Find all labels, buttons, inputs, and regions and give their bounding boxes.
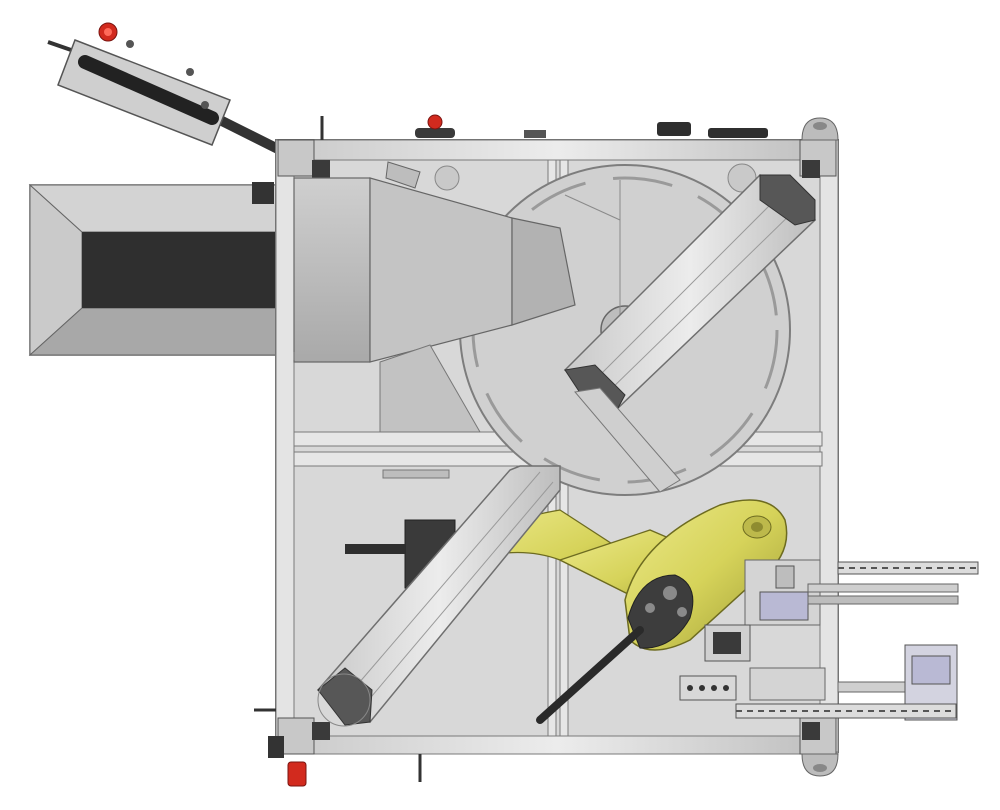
cable-chain-upper <box>837 561 979 575</box>
handheld-control-pendant <box>47 22 283 155</box>
diagonal-beam-upper <box>563 173 817 493</box>
conveyor-belt <box>82 232 276 308</box>
top-sensor <box>657 122 691 136</box>
corner-bracket <box>277 139 315 177</box>
beam-extension <box>574 387 681 493</box>
mounting-foot-bottom-right <box>801 753 839 777</box>
mounting-rail <box>382 469 450 479</box>
pendant-button-icon <box>201 101 209 109</box>
emergency-stop-top <box>98 22 118 42</box>
chute-bracket <box>252 182 274 204</box>
linear-slide-upper <box>744 559 959 626</box>
top-connector <box>708 128 768 138</box>
diagonal-beam-lower <box>316 465 561 727</box>
bracket-plate <box>385 161 421 189</box>
pendant-button-icon <box>126 40 134 48</box>
cable-chain-lower <box>735 703 957 719</box>
feed-hopper-chute <box>28 182 277 357</box>
emergency-stop-bottom <box>268 736 307 787</box>
valve-manifold <box>679 675 737 701</box>
gripper-tool <box>704 624 751 662</box>
mounting-foot-top-right <box>801 117 839 141</box>
pendant-button-icon <box>186 68 194 76</box>
infeed-hood <box>293 177 576 433</box>
top-clip <box>524 130 546 138</box>
emergency-stop-top-frame <box>415 114 455 138</box>
